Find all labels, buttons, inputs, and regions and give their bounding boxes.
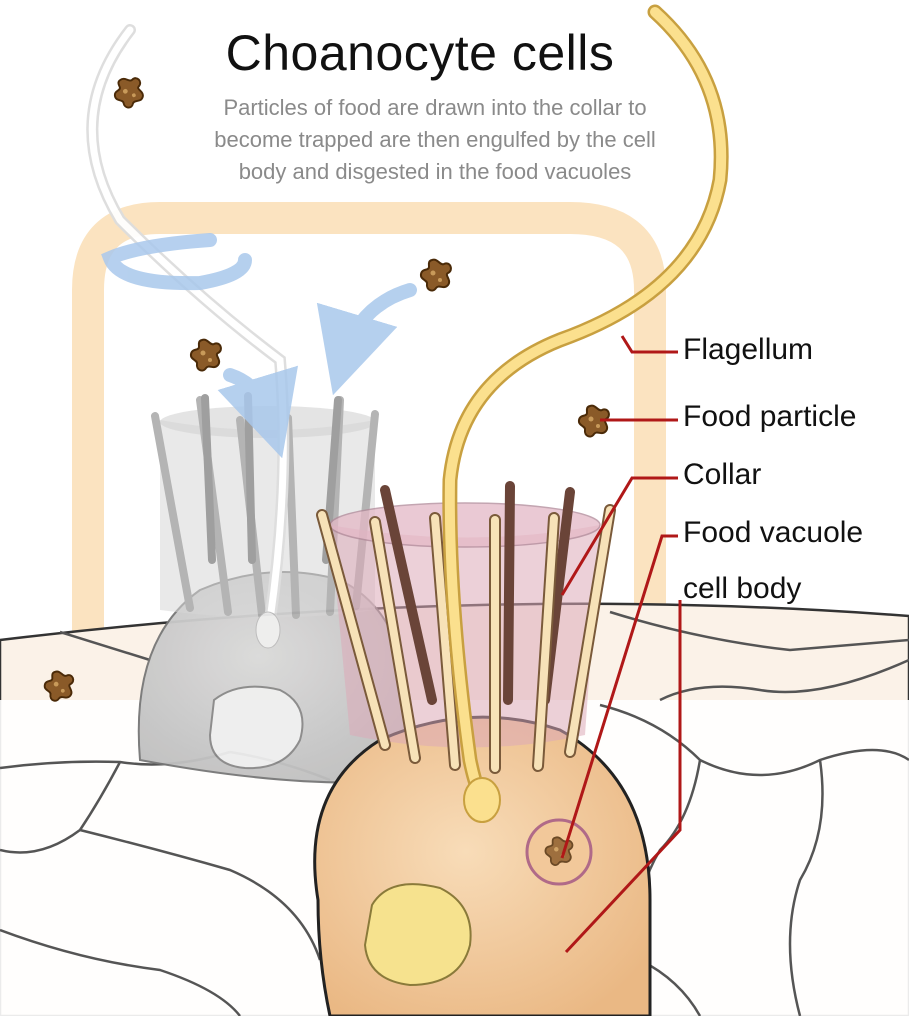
food-particle-2: [421, 260, 451, 291]
page-title: Choanocyte cells: [0, 24, 840, 82]
description-line-1: Particles of food are drawn into the col…: [130, 92, 740, 124]
description-line-3: body and disgested in the food vacuoles: [130, 156, 740, 188]
label-collar: Collar: [683, 458, 761, 492]
nucleus: [365, 884, 471, 985]
label-cell-body: cell body: [683, 572, 801, 606]
food-particle-3: [191, 340, 221, 371]
label-flagellum: Flagellum: [683, 333, 813, 367]
food-vacuole: [527, 820, 591, 884]
flow-arrows: [110, 240, 410, 418]
description-line-2: become trapped are then engulfed by the …: [130, 124, 740, 156]
description: Particles of food are drawn into the col…: [130, 92, 740, 188]
label-food-particle: Food particle: [683, 400, 856, 434]
label-food-vacuole: Food vacuole: [683, 516, 863, 550]
cell-body-shape: [315, 717, 650, 1016]
